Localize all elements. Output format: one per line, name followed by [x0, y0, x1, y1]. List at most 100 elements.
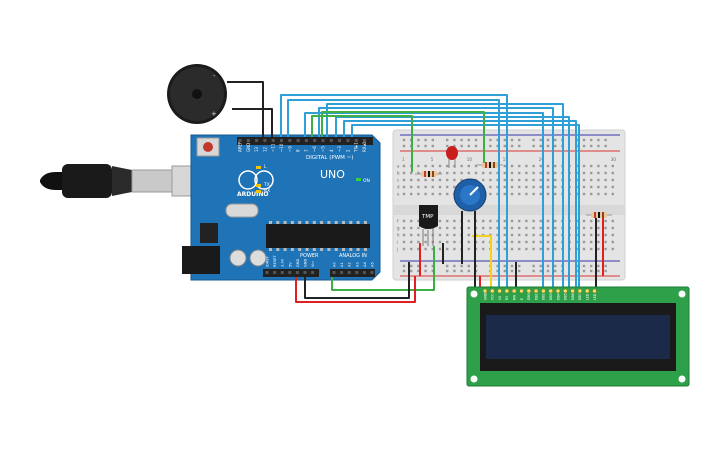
breadboard-column-label: 1 — [402, 157, 405, 162]
digital-pin-label: ~10 — [279, 143, 284, 152]
capacitor — [229, 249, 247, 267]
digital-pin-label: 8 — [296, 149, 301, 152]
power-pin-label: GND — [296, 259, 300, 267]
red-led[interactable] — [446, 146, 458, 168]
l-label: L — [264, 164, 267, 170]
buzzer-plus-label: + — [211, 110, 217, 118]
power-pin-label: 5V — [288, 262, 292, 267]
lcd-pin-label: DB1 — [534, 293, 538, 300]
resistor[interactable] — [415, 171, 442, 177]
arduino-brand: ARDUINO — [237, 191, 268, 198]
buzzer-minus-label: - — [213, 72, 216, 80]
digital-label: DIGITAL (PWM ~) — [306, 155, 353, 161]
analog-pin-label: A4 — [363, 262, 367, 267]
capacitor — [249, 249, 267, 267]
wiring — [227, 81, 604, 303]
digital-pin-label: ~5 — [321, 146, 326, 152]
reset-button[interactable] — [203, 142, 213, 152]
digital-pin-label: 4 — [329, 149, 334, 152]
analog-header — [330, 269, 375, 277]
lcd-pin-label: DB2 — [542, 293, 546, 300]
breadboard-column-label: 15 — [503, 157, 509, 162]
piezo-buzzer[interactable]: - + — [167, 64, 227, 124]
lcd-pin-label: E — [520, 298, 524, 300]
power-pin-label: Vin — [311, 261, 315, 267]
lcd-pin-label: LED — [586, 293, 590, 300]
digital-pin-label: 12 — [262, 146, 267, 152]
on-label: ON — [363, 178, 370, 184]
breadboard-row-label: i — [397, 240, 398, 245]
lcd-pin-label: GND — [483, 292, 487, 300]
digital-pin-label: GND — [246, 143, 251, 152]
digital-pin-label: 7 — [304, 149, 309, 152]
arduino-logo-icon — [238, 170, 258, 190]
lcd-pin-label: LED — [593, 293, 597, 300]
lcd-pin-label: RW — [513, 294, 517, 300]
lcd-pin-label: DB4 — [556, 293, 560, 300]
digital-pin-label: 2 — [345, 149, 350, 152]
breadboard-column-label: 20 — [539, 157, 545, 162]
breadboard-row-label: h — [397, 233, 400, 238]
resistor[interactable] — [476, 162, 503, 168]
digital-pin-label: RX◂0 — [362, 141, 367, 152]
breadboard-row-label: g — [397, 226, 400, 231]
voltage-regulator — [200, 223, 218, 243]
analog-pin-label: A3 — [355, 262, 359, 267]
breadboard-column-label: 10 — [467, 157, 473, 162]
crystal-oscillator — [225, 203, 259, 218]
lcd-pin-label: DB5 — [564, 293, 568, 300]
usb-cable — [40, 164, 203, 198]
digital-pin-label: AREF — [238, 141, 243, 152]
digital-pin-label: 13 — [254, 146, 259, 152]
power-pin-label: IOREF — [266, 256, 270, 267]
lcd-pin-label: DB3 — [549, 293, 553, 300]
power-pin-label: 3.3V — [281, 258, 285, 267]
digital-pin-label: ~9 — [287, 146, 292, 152]
arduino-model: UNO — [320, 168, 345, 181]
breadboard-row-label: b — [397, 171, 400, 176]
power-pin-label: RESET — [273, 255, 277, 267]
tx-label: TX — [263, 182, 270, 188]
power-label: POWER — [300, 253, 319, 259]
power-pin-label: GND — [304, 259, 308, 267]
lcd-pin-label: DB6 — [571, 293, 575, 300]
lcd-pin-label: DB7 — [578, 293, 582, 300]
lcd-pin-label: V0 — [498, 296, 502, 300]
lcd-screen — [486, 315, 670, 359]
rx-label: RX — [264, 188, 270, 194]
lcd-pin-label: RS — [505, 296, 509, 300]
analog-pin-label: A1 — [340, 262, 344, 267]
power-jack — [182, 246, 220, 274]
resistor[interactable] — [586, 212, 612, 218]
potentiometer[interactable] — [453, 178, 487, 212]
digital-pin-label: ~11 — [271, 143, 276, 152]
breadboard-column-label: 30 — [611, 157, 617, 162]
analog-pin-label: A2 — [348, 262, 352, 267]
breadboard-row-label: c — [397, 178, 399, 183]
temperature-sensor[interactable]: TMP — [419, 205, 438, 246]
breadboard-column-label: 5 — [431, 157, 434, 162]
breadboard-column-label: 25 — [575, 157, 581, 162]
atmega-chip — [266, 224, 370, 248]
digital-pin-label: ~6 — [312, 146, 317, 152]
breadboard-row-label: f — [397, 219, 399, 224]
lcd-pin-label: VCC — [491, 293, 495, 300]
digital-pin-label: TX▸1 — [354, 142, 359, 153]
breadboard-row-label: d — [397, 185, 400, 190]
breadboard-row-label: a — [397, 164, 400, 169]
analog-pin-label: A0 — [333, 262, 337, 267]
analog-pin-label: A5 — [371, 262, 375, 267]
sensor-label: TMP — [421, 214, 434, 220]
lcd-pin-label: DB0 — [527, 293, 531, 300]
analog-label: ANALOG IN — [339, 253, 367, 259]
breadboard-row-label: j — [396, 247, 398, 252]
